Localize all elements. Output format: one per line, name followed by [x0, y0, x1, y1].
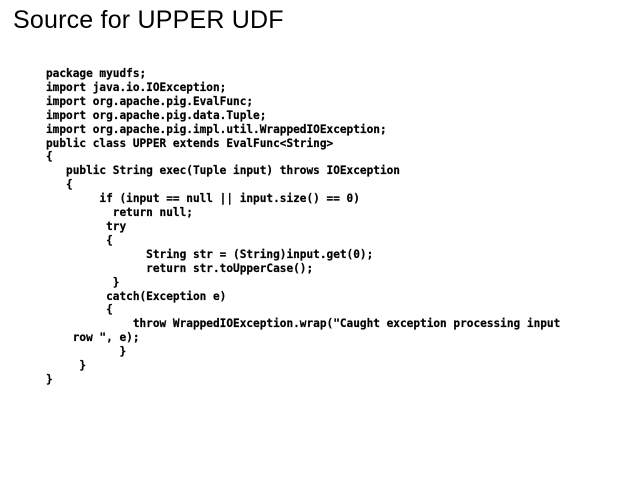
code-block: package myudfs; import java.io.IOExcepti…: [46, 67, 561, 386]
slide-title: Source for UPPER UDF: [13, 6, 284, 34]
